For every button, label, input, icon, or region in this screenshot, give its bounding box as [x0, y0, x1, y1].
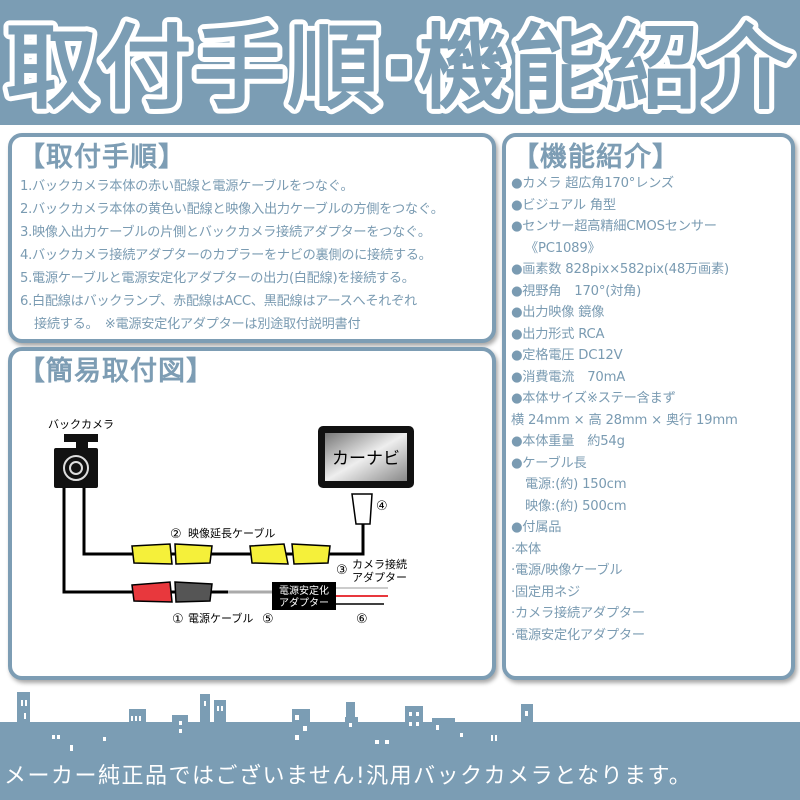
- install-steps-panel: 【取付手順】 1.バックカメラ本体の赤い配線と電源ケーブルをつなぐ。 2.バック…: [8, 133, 496, 343]
- feature-item: ·電源/映像ケーブル: [511, 563, 623, 578]
- title-svg: 取付手順·機能紹介: [1, 10, 798, 125]
- install-title: 【取付手順】: [18, 142, 186, 173]
- marker-2: ②: [170, 527, 182, 542]
- page-title: 取付手順·機能紹介: [6, 15, 795, 122]
- feature-item: ·カメラ接続アダプター: [511, 606, 645, 621]
- step: 6.白配線はバックランプ、赤配線はACC、黒配線はアースへそれぞれ: [20, 294, 417, 309]
- feature-item: ●本体サイズ※ステー含まず: [511, 391, 676, 406]
- feature-item: ●カメラ 超広角170°レンズ: [511, 176, 674, 191]
- feature-item: ●付属品: [511, 520, 562, 535]
- feature-item: ●センサー超高精細CMOSセンサー: [511, 219, 717, 234]
- diagram-panel: 【簡易取付図】 バックカメラ カーナビ 電源安定化 アダプター ② 映像延長ケー…: [8, 347, 496, 680]
- marker-5: ⑤: [262, 612, 274, 627]
- feature-item: ●出力映像 鏡像: [511, 305, 605, 320]
- feature-item: 映像:(約) 500cm: [525, 498, 627, 514]
- power-cable-label: 電源ケーブル: [188, 611, 253, 625]
- step: 1.バックカメラ本体の赤い配線と電源ケーブルをつなぐ。: [20, 179, 354, 194]
- wiring-diagram: バックカメラ カーナビ 電源安定化 アダプター ② 映像延長ケーブル ④ ③ カ…: [48, 418, 414, 627]
- adapter-label: アダプター: [352, 570, 407, 584]
- stabilizer-adapter: [272, 582, 336, 610]
- feature-item: ·電源安定化アダプター: [511, 627, 645, 643]
- feature-item: ●定格電圧 DC12V: [511, 348, 623, 363]
- feature-item: ●ビジュアル 角型: [511, 197, 616, 213]
- navi-icon: カーナビ: [318, 426, 414, 488]
- marker-3: ③: [336, 563, 348, 578]
- feature-item: ●出力形式 RCA: [511, 326, 605, 342]
- stabilizer-label: 電源安定化: [279, 584, 329, 597]
- step: 5.電源ケーブルと電源安定化アダプターの出力(白配線)を接続する。: [20, 271, 415, 286]
- feature-item: ·本体: [511, 541, 541, 557]
- marker-6: ⑥: [356, 612, 368, 627]
- yellow-rca-plugs: [131, 543, 331, 565]
- marker-4: ④: [376, 499, 388, 514]
- footer-notice: メーカー純正品ではございません!汎用バックカメラとなります。: [0, 757, 800, 800]
- video-cable-label: 映像延長ケーブル: [188, 526, 275, 540]
- feature-item: ●画素数 828pix×582pix(48万画素): [511, 262, 729, 277]
- camera-icon: [54, 434, 98, 488]
- step: 接続する。 ※電源安定化アダプターは別途取付説明書付: [34, 317, 361, 332]
- feature-item: ●本体重量 約54g: [511, 434, 625, 449]
- features-title: 【機能紹介】: [512, 142, 680, 173]
- step: 3.映像入出力ケーブルの片側とバックカメラ接続アダプターをつなぐ。: [20, 225, 431, 240]
- header-banner: 取付手順·機能紹介: [0, 0, 800, 125]
- stabilizer-label: アダプター: [279, 596, 329, 609]
- marker-1: ①: [172, 612, 184, 627]
- step: 2.バックカメラ本体の黄色い配線と映像入出力ケーブルの方側をつなぐ。: [20, 202, 444, 217]
- features-panel: 【機能紹介】 ●カメラ 超広角170°レンズ ●ビジュアル 角型 ●センサー超高精細…: [502, 133, 795, 680]
- diagram-title: 【簡易取付図】: [18, 356, 214, 387]
- adapter-label: カメラ接続: [352, 557, 407, 571]
- power-plugs: [131, 581, 213, 603]
- coupler-icon: [351, 493, 373, 525]
- step: 4.バックカメラ接続アダプターのカプラーをナビの裏側のに接続する。: [20, 248, 432, 263]
- feature-item: 電源:(約) 150cm: [525, 477, 627, 492]
- feature-item: ●消費電流 70mA: [511, 369, 626, 385]
- navi-label: カーナビ: [332, 449, 400, 469]
- feature-item: 横 24mm × 高 28mm × 奥行 19mm: [511, 412, 738, 428]
- feature-item: ●ケーブル長: [511, 455, 587, 471]
- city-skyline-decoration: [0, 692, 800, 757]
- feature-item: 《PC1089》: [525, 240, 601, 256]
- feature-item: ·固定用ネジ: [511, 584, 580, 600]
- feature-item: ●視野角 170°(対角): [511, 283, 642, 299]
- camera-label: バックカメラ: [48, 418, 114, 431]
